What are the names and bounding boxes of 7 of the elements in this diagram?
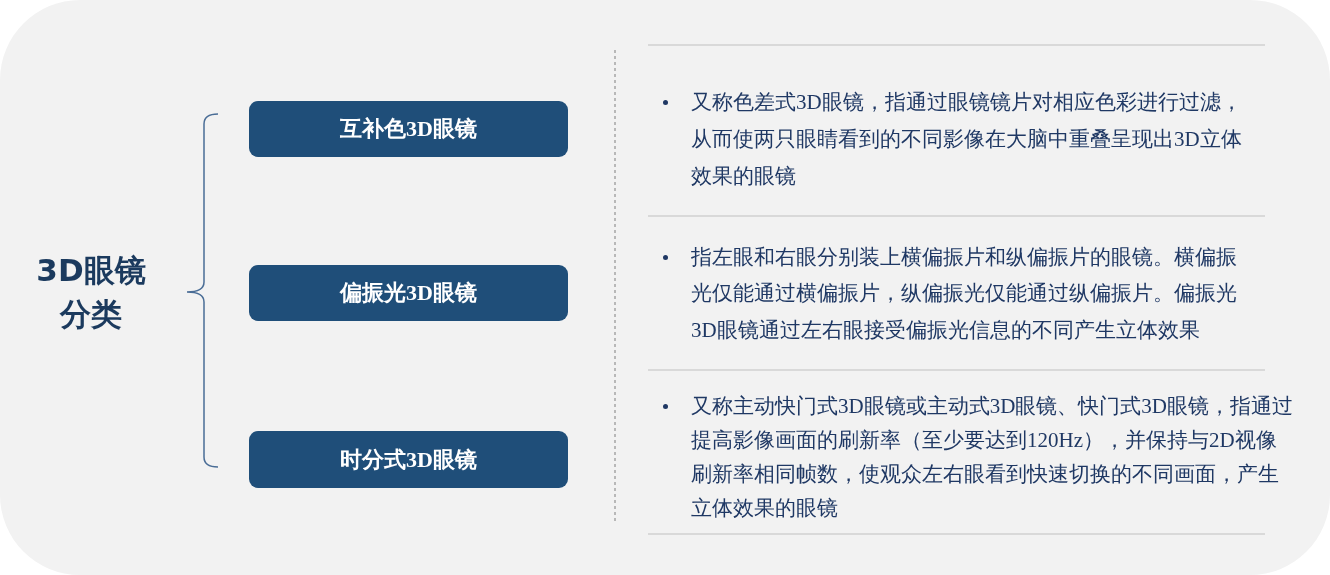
description-text: 指左眼和右眼分别装上横偏振片和纵偏振片的眼镜。横偏振光仅能通过横偏振片，纵偏振光仅能通过纵偏振片。偏振光3D眼镜通过左右眼接受偏振光信息的不同产生立体效果 xyxy=(691,243,1238,344)
category-box: 偏振光3D眼镜 xyxy=(249,265,568,321)
heading: 3D眼镜分类 xyxy=(35,251,147,334)
category-box: 时分式3D眼镜 xyxy=(249,431,568,488)
category-box: 互补色3D眼镜 xyxy=(249,101,568,157)
description-text: 又称色差式3D眼镜，指通过眼镜镜片对相应色彩进行过滤，从而使两只眼睛看到的不同影像在大脑中重叠呈现出3D立体效果的眼镜 xyxy=(691,88,1243,190)
description-text: 又称主动快门式3D眼镜或主动式3D眼镜、快门式3D眼镜，指通过提高影像画面的刷新率（至少要达到120Hz），并保持与2D视像刷新率相同帧数，使观众左右眼看到快速切换的不同画面，产生立体效果的眼镜 xyxy=(691,393,1294,522)
